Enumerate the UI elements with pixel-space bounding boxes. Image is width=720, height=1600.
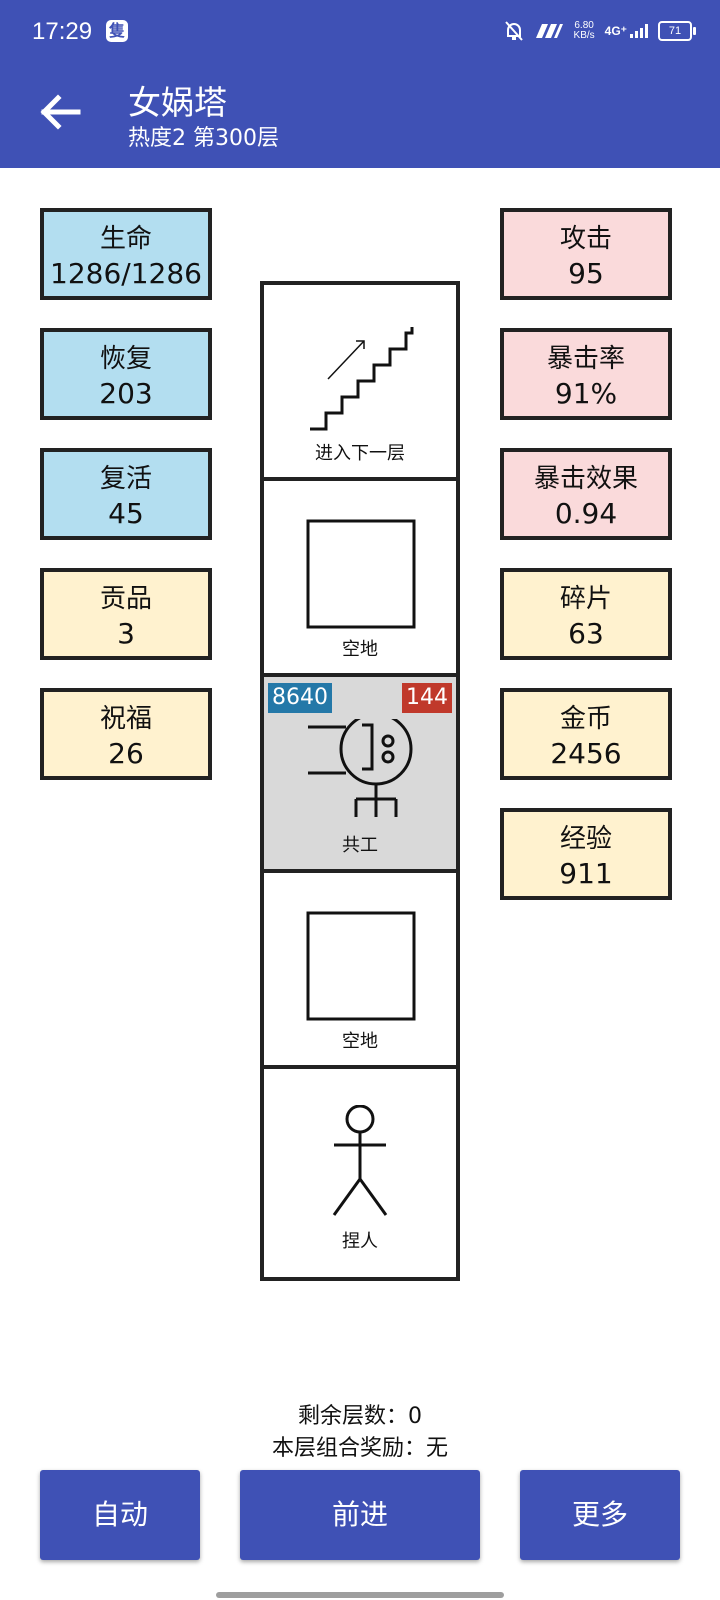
- stat-name: 复活: [99, 464, 152, 494]
- stat-crit-rate: 暴击率 91%: [500, 328, 672, 420]
- battery-icon: 71: [658, 21, 696, 41]
- status-icons: 6.80 KB/s 4G⁺ 71: [504, 20, 696, 42]
- page-title: 女娲塔: [128, 83, 227, 122]
- stat-value: 2456: [550, 737, 622, 770]
- cell-label: 空地: [342, 639, 378, 660]
- stat-recovery: 恢复 203: [40, 328, 212, 420]
- stat-name: 生命: [99, 224, 152, 254]
- status-time: 17:29: [32, 18, 93, 45]
- enemy-attack-badge: 144: [402, 683, 452, 713]
- net-speed: 6.80 KB/s: [574, 21, 595, 41]
- stat-experience: 经验 911: [500, 808, 672, 900]
- stat-value: 26: [108, 737, 144, 770]
- forward-button[interactable]: 前进: [240, 1470, 480, 1560]
- empty-square-icon: [306, 911, 416, 1021]
- stat-name: 恢复: [99, 344, 152, 374]
- net-speed-value: 6.80: [574, 20, 594, 31]
- stat-blessing: 祝福 26: [40, 688, 212, 780]
- tower-cell-player[interactable]: 捏人: [264, 1069, 456, 1265]
- auto-button[interactable]: 自动: [40, 1470, 200, 1560]
- bell-off-icon: [504, 21, 523, 41]
- stat-revive: 复活 45: [40, 448, 212, 540]
- signal-brand-icon: [535, 24, 563, 38]
- stat-name: 暴击率: [546, 344, 625, 374]
- home-indicator[interactable]: [216, 1592, 504, 1598]
- empty-square-icon: [306, 519, 416, 629]
- enemy-hp-badge: 8640: [268, 683, 332, 713]
- cell-label: 捏人: [342, 1231, 378, 1252]
- stat-fragments: 碎片 63: [500, 568, 672, 660]
- stat-crit-effect: 暴击效果 0.94: [500, 448, 672, 540]
- net-speed-unit: KB/s: [573, 30, 595, 41]
- stat-value: 1286/1286: [50, 257, 202, 290]
- app-bar: 17:29 隻 6.80 KB/s 4G⁺ 71 女娲塔 热度2 第3: [0, 0, 720, 168]
- stat-tribute: 贡品 3: [40, 568, 212, 660]
- stat-life: 生命 1286/1286: [40, 208, 212, 300]
- more-button[interactable]: 更多: [520, 1470, 680, 1560]
- back-button[interactable]: [38, 92, 86, 132]
- signal-bars-icon: [630, 24, 648, 38]
- stat-name: 贡品: [99, 584, 152, 614]
- app-notification-icon: 隻: [106, 20, 128, 42]
- tower-cell-enemy[interactable]: 8640 144 共工: [264, 677, 456, 873]
- page-subtitle: 热度2 第300层: [128, 126, 279, 151]
- stat-value: 911: [559, 857, 613, 890]
- stat-name: 攻击: [559, 224, 612, 254]
- stat-attack: 攻击 95: [500, 208, 672, 300]
- stat-value: 95: [568, 257, 604, 290]
- stick-figure-icon: [332, 1105, 388, 1216]
- cell-label: 进入下一层: [315, 443, 405, 464]
- floor-bonus: 本层组合奖励：无: [271, 1436, 448, 1461]
- stat-value: 45: [108, 497, 144, 530]
- stat-name: 经验: [559, 824, 612, 854]
- stat-name: 祝福: [99, 704, 152, 734]
- network-indicator: 4G⁺: [605, 24, 648, 38]
- stat-value: 91%: [554, 377, 618, 410]
- cell-label: 共工: [342, 835, 378, 856]
- arrow-back-icon: [40, 94, 81, 130]
- stat-value: 63: [568, 617, 604, 650]
- stat-name: 金币: [559, 704, 612, 734]
- remaining-floors: 剩余层数：0: [298, 1404, 422, 1429]
- tower-cell-empty[interactable]: 空地: [264, 873, 456, 1069]
- stat-gold: 金币 2456: [500, 688, 672, 780]
- stat-value: 203: [99, 377, 153, 410]
- stairs-icon: [310, 327, 414, 431]
- stat-name: 暴击效果: [533, 464, 638, 494]
- tower-column: 进入下一层 空地 8640 144 共工 空地: [260, 281, 460, 1281]
- monster-icon: [308, 719, 413, 817]
- cell-label: 空地: [342, 1031, 378, 1052]
- tower-cell-empty[interactable]: 空地: [264, 481, 456, 677]
- stat-name: 碎片: [559, 584, 612, 614]
- tower-cell-stairs[interactable]: 进入下一层: [264, 285, 456, 481]
- network-type: 4G⁺: [604, 24, 627, 38]
- stat-value: 3: [117, 617, 135, 650]
- stat-value: 0.94: [554, 497, 618, 530]
